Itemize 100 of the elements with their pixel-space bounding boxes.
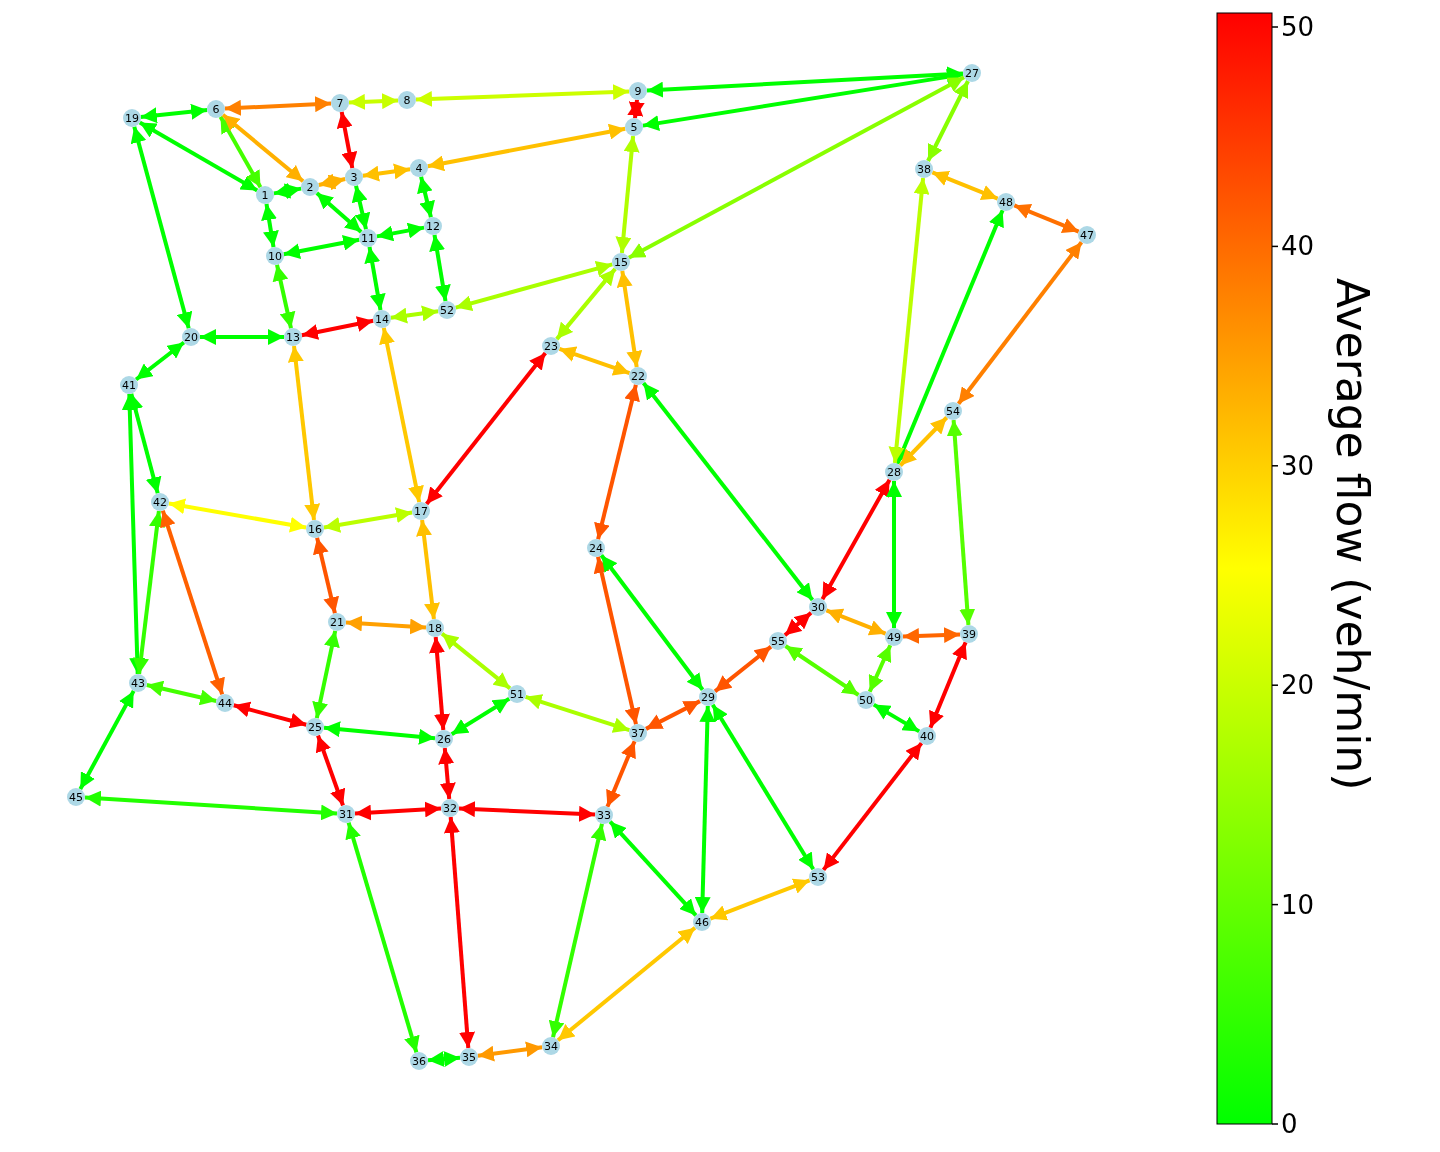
node-circle [301,178,319,196]
node-label: 52 [440,304,454,316]
node-label: 18 [428,622,442,634]
node-label: 4 [415,162,423,174]
arrow [427,123,626,172]
node-label: 31 [339,808,353,820]
node-label: 38 [917,163,931,175]
tick-label: 40 [1281,233,1315,260]
arrow [898,416,949,467]
arrow [345,615,427,635]
arrow [646,66,964,98]
arrow [354,801,442,821]
arrow [362,163,411,182]
node-circle [256,186,274,204]
node-label: 12 [426,220,440,232]
arrow [345,822,420,1053]
node-circle [410,159,428,177]
arrow [160,510,225,695]
arrow [450,697,511,736]
arrow [273,182,302,200]
arrow [146,680,217,706]
arrow [323,721,436,745]
arrow [946,419,976,626]
node-label: 3 [350,171,358,183]
arrow [130,126,193,329]
arrow [784,644,860,697]
arrow [283,234,360,260]
arrow [323,507,413,533]
arrow [783,611,813,637]
node-label: 13 [286,331,300,343]
arrow [548,823,607,1038]
tick-label: 10 [1281,891,1315,918]
arrow [1013,203,1080,234]
node-label: 35 [462,1051,476,1063]
arrow [427,1051,461,1067]
arrow [438,747,456,800]
node-label: 26 [437,733,451,745]
arrow [886,481,902,628]
node-label: 5 [630,121,638,133]
node-label: 47 [1080,229,1094,241]
axis-title: Average flow (veh/min) [1330,278,1374,791]
node-circle [331,94,349,112]
arrow [645,699,701,731]
arrow [121,393,146,675]
arrow [902,627,961,644]
node-label: 7 [336,97,344,109]
arrow [133,510,165,675]
arrow [200,329,284,345]
arrow [556,926,697,1042]
node-label: 17 [414,505,428,517]
arrow [820,478,892,601]
arrow [351,185,371,230]
arrow [376,222,425,242]
node-label: 2 [306,181,314,193]
arrow [694,705,716,914]
arrow [455,260,613,312]
arrow [390,305,439,324]
node-label: 15 [614,256,628,268]
arrow [416,519,440,620]
node-label: 1 [261,189,269,201]
arrow [78,689,136,791]
arrow [558,346,631,376]
node-circle [629,82,647,100]
node-label: 43 [131,677,145,689]
node-circle [207,100,225,118]
node-label: 24 [589,542,603,554]
node-label: 6 [212,103,220,115]
node-label: 40 [920,730,934,742]
arrow [825,608,887,636]
node-label: 45 [69,791,83,803]
node-circle [625,118,643,136]
node-label: 54 [946,405,960,417]
tick-label: 20 [1281,672,1315,699]
arrow [134,340,186,382]
node-label: 22 [631,370,645,382]
node-label: 29 [701,691,715,703]
node-label: 42 [153,496,167,508]
arrow [425,351,547,506]
arrow [272,264,296,329]
arrow [315,191,363,234]
arrow [458,801,596,822]
node-label: 46 [695,916,709,928]
node-label: 10 [268,250,282,262]
arrow [555,267,617,341]
node-label: 50 [859,694,873,706]
arrow [711,703,815,871]
arrow [221,113,305,183]
node-label: 34 [544,1040,558,1052]
node-label: 37 [631,727,645,739]
arrow [627,75,966,260]
arrow [821,741,924,872]
node-label: 36 [412,1055,426,1067]
node-label: 53 [811,871,825,883]
node-label: 25 [308,721,322,733]
node-label: 9 [634,85,642,97]
arrow [218,115,263,189]
arrow [926,80,970,162]
node-label: 48 [999,196,1013,208]
arrow [605,740,637,808]
arrow [224,96,332,116]
